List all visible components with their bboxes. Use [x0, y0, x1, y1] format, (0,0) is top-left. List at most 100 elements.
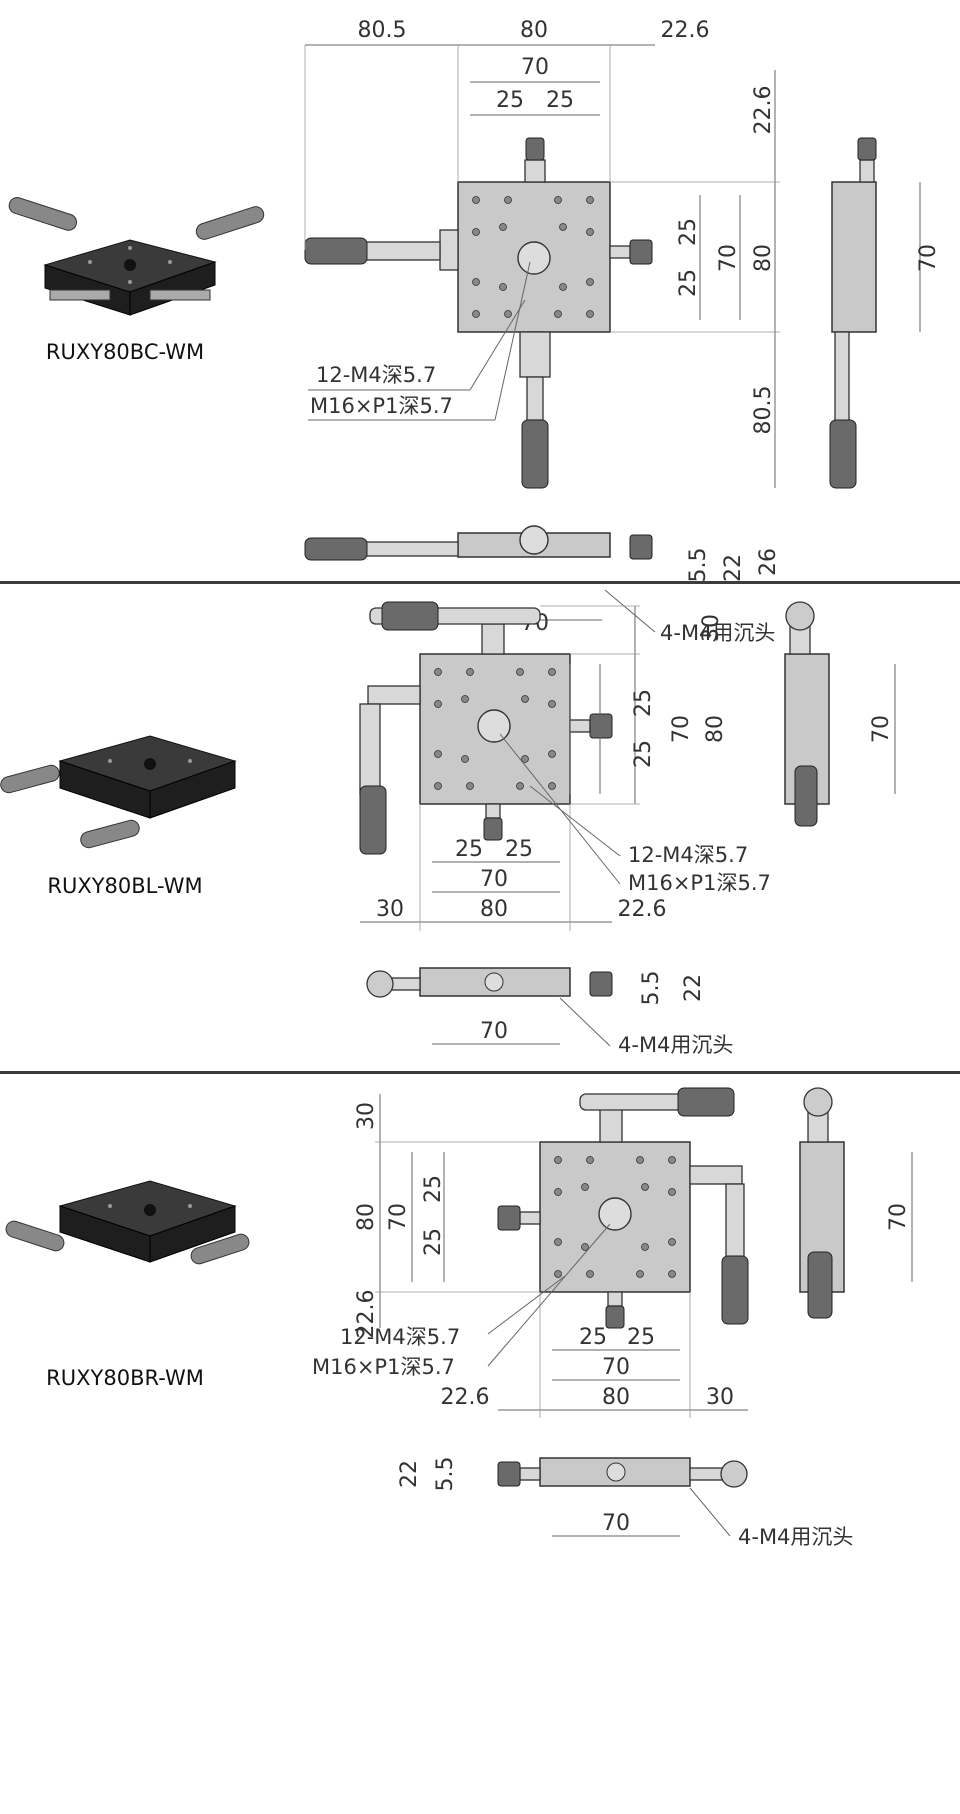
dim-text: 25 — [676, 269, 701, 297]
product-photo-ruxy80bl — [0, 735, 237, 849]
note-text: 4-M4用沉头 — [618, 1033, 733, 1057]
note-text: 12-M4深5.7 — [628, 843, 748, 867]
dim-text: 70 — [716, 244, 741, 272]
model-label-ruxy80br: RUXY80BR-WM — [46, 1366, 204, 1390]
mounting-hole — [554, 1270, 562, 1278]
mounting-hole — [554, 1188, 562, 1196]
dim-text: 80 — [480, 897, 508, 922]
mounting-hole — [554, 1156, 562, 1164]
mounting-hole — [461, 755, 469, 763]
mounting-hole — [668, 1238, 676, 1246]
mounting-hole — [434, 782, 442, 790]
mounting-hole — [586, 196, 594, 204]
mounting-hole — [548, 668, 556, 676]
side-view-ruxy80br: 70 — [799, 1087, 913, 1319]
dim-text: 30 — [699, 614, 724, 642]
mounting-hole — [434, 668, 442, 676]
mounting-hole — [668, 1156, 676, 1164]
dim-text: 70 — [669, 715, 694, 743]
dim-text: 5.5 — [686, 548, 711, 583]
dim-text: 22 — [681, 974, 706, 1002]
dim-text: 70 — [480, 1019, 508, 1044]
front-view-ruxy80bl: 70 5.5 22 4-M4用沉头 — [366, 967, 733, 1057]
note-text: M16×P1深5.7 — [312, 1355, 455, 1379]
product-photo-ruxy80br — [5, 1180, 250, 1265]
mounting-hole — [516, 782, 524, 790]
mounting-hole — [586, 310, 594, 318]
model-label-ruxy80bc: RUXY80BC-WM — [45, 340, 205, 364]
mounting-hole — [434, 700, 442, 708]
dim-text: 26 — [756, 548, 781, 576]
front-view-ruxy80bc: 70 5.5 22 26 4-M4用沉头 — [304, 525, 781, 645]
drawing-ruxy80br: 30 25 70 80 25 22.6 25 25 70 22.6 80 30 … — [5, 1087, 913, 1550]
mounting-hole — [472, 278, 480, 286]
dim-text: 22 — [721, 554, 746, 582]
note-text: 12-M4深5.7 — [340, 1325, 460, 1349]
mounting-hole — [554, 310, 562, 318]
note-text: 12-M4深5.7 — [316, 363, 436, 387]
top-view-ruxy80br — [497, 1087, 749, 1329]
dim-text: 80 — [602, 1385, 630, 1410]
mounting-hole — [499, 283, 507, 291]
mounting-hole — [636, 1156, 644, 1164]
mounting-hole — [472, 310, 480, 318]
divider — [0, 1071, 960, 1074]
panel-ruxy80bl: 30 25 25 70 80 25 25 70 30 80 22.6 12-M4… — [0, 586, 960, 1066]
panel-ruxy80br: 30 25 70 80 25 22.6 25 25 70 22.6 80 30 … — [0, 1076, 960, 1814]
dim-text: 80.5 — [751, 386, 776, 435]
mounting-hole — [636, 1270, 644, 1278]
dim-text: 25 — [421, 1228, 446, 1256]
mounting-hole — [554, 1238, 562, 1246]
mounting-hole — [586, 1270, 594, 1278]
mounting-hole — [548, 782, 556, 790]
dim-text: 25 — [421, 1175, 446, 1203]
dim-text: 25 — [579, 1325, 607, 1350]
dim-text: 5.5 — [639, 971, 664, 1006]
dim-text: 5.5 — [433, 1457, 458, 1492]
note-text: 4-M4用沉头 — [660, 621, 775, 645]
side-view-ruxy80bl: 70 — [784, 601, 896, 827]
mounting-hole — [586, 1156, 594, 1164]
dim-text: 30 — [354, 1102, 379, 1130]
mounting-hole — [548, 700, 556, 708]
dim-text: 30 — [706, 1385, 734, 1410]
mounting-hole — [499, 223, 507, 231]
mounting-hole — [521, 755, 529, 763]
dim-text: 70 — [521, 55, 549, 80]
model-label-ruxy80bl: RUXY80BL-WM — [47, 874, 203, 898]
dim-text: 22.6 — [441, 1385, 490, 1410]
mounting-hole — [559, 283, 567, 291]
mounting-hole — [504, 196, 512, 204]
dims-top-ruxy80bc: 80.5 80 22.6 70 25 25 22.6 25 25 70 80 8… — [304, 18, 780, 488]
mounting-hole — [516, 668, 524, 676]
dim-text: 70 — [886, 1203, 911, 1231]
dim-text: 30 — [376, 897, 404, 922]
dims-ruxy80bl: 30 25 25 70 80 25 25 70 30 80 22.6 12-M4… — [360, 605, 771, 931]
note-text: M16×P1深5.7 — [310, 394, 453, 418]
top-view-ruxy80bc — [304, 137, 653, 489]
note-text: M16×P1深5.7 — [628, 871, 771, 895]
mounting-hole — [641, 1243, 649, 1251]
dim-text: 25 — [627, 1325, 655, 1350]
dim-text: 25 — [496, 88, 524, 113]
mounting-hole — [434, 750, 442, 758]
dim-text: 80.5 — [358, 18, 407, 43]
mounting-hole — [586, 278, 594, 286]
mounting-hole — [521, 695, 529, 703]
dim-text: 25 — [676, 218, 701, 246]
mounting-hole — [668, 1270, 676, 1278]
dim-text: 25 — [546, 88, 574, 113]
dim-text: 25 — [455, 837, 483, 862]
mounting-hole — [581, 1243, 589, 1251]
dim-text: 22.6 — [354, 1290, 379, 1339]
dim-text: 80 — [703, 715, 728, 743]
top-view-ruxy80bl — [359, 601, 613, 855]
dim-text: 80 — [520, 18, 548, 43]
note-text: 4-M4用沉头 — [738, 1525, 853, 1549]
product-photo-ruxy80bc — [8, 197, 265, 316]
drawing-ruxy80bl: 30 25 25 70 80 25 25 70 30 80 22.6 12-M4… — [0, 601, 896, 1057]
front-view-ruxy80br: 70 22 5.5 4-M4用沉头 — [397, 1457, 853, 1550]
dim-text: 22.6 — [751, 86, 776, 135]
dim-text: 80 — [751, 244, 776, 272]
side-view-ruxy80bc: 70 — [829, 137, 941, 489]
